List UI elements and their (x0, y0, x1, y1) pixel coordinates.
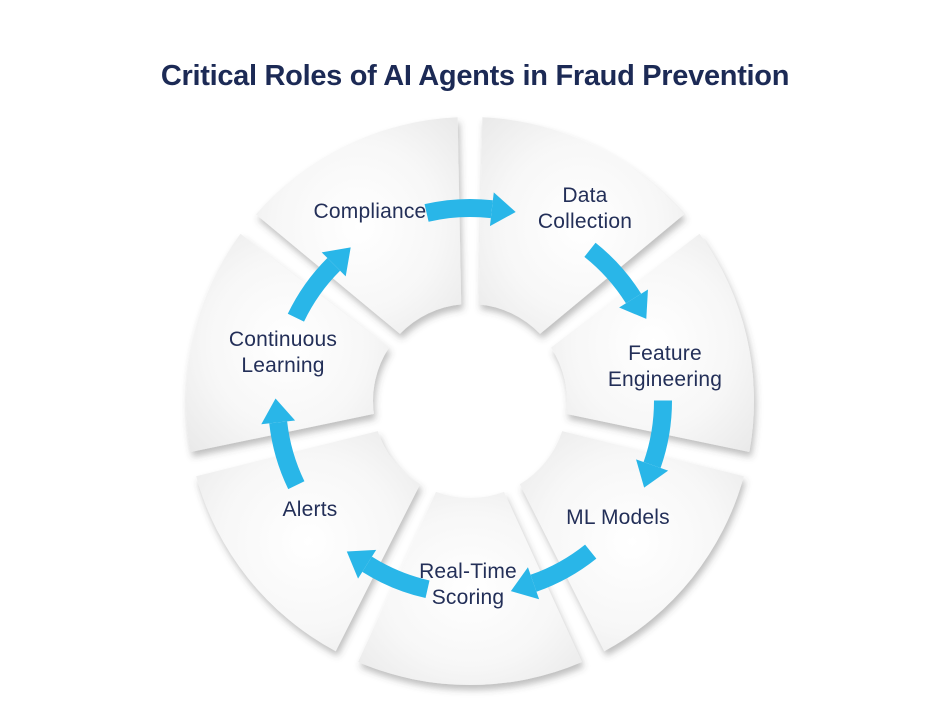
arrow-body (643, 400, 673, 468)
segment-compliance (255, 117, 462, 334)
segment-data-collection (478, 117, 685, 334)
segment-continuous-learning (186, 233, 389, 453)
segment-ml-models (519, 431, 744, 652)
arrow-body (530, 544, 597, 592)
step-label-alerts: Alerts (282, 498, 338, 521)
arrow-body (287, 257, 341, 322)
step-label-data-collection: Data Collection (537, 184, 633, 233)
arrow-real-time-scoring-to-alerts (346, 549, 430, 599)
arrow-compliance-to-data-collection (424, 192, 516, 227)
step-label-continuous-learning: Continuous Learning (228, 328, 338, 377)
arrow-data-collection-to-feature-engineering (584, 242, 648, 319)
segment-real-time-scoring (358, 491, 582, 686)
arrow-head-icon (489, 192, 516, 227)
arrow-head-icon (510, 567, 540, 600)
segment-alerts (196, 431, 421, 652)
arrow-continuous-learning-to-compliance (287, 247, 351, 322)
arrow-ml-models-to-real-time-scoring (510, 544, 597, 600)
arrow-head-icon (619, 289, 648, 319)
arrow-body (424, 199, 493, 222)
arrow-body (362, 556, 430, 599)
arrow-head-icon (261, 398, 296, 425)
arrow-feature-engineering-to-ml-models (636, 400, 673, 488)
step-label-feature-engineering: Feature Engineering (607, 342, 723, 391)
step-label-compliance: Compliance (313, 200, 427, 223)
arrow-head-icon (321, 247, 351, 277)
step-label-ml-models: ML Models (566, 506, 670, 529)
segment-feature-engineering (551, 233, 754, 453)
arrow-head-icon (636, 459, 669, 488)
arrow-alerts-to-continuous-learning (261, 398, 305, 490)
arrow-body (584, 242, 642, 304)
arrow-body (269, 421, 305, 490)
arrow-head-icon (346, 549, 377, 579)
step-label-real-time-scoring: Real-Time Scoring (419, 560, 517, 609)
page-title: Critical Roles of AI Agents in Fraud Pre… (160, 60, 790, 92)
